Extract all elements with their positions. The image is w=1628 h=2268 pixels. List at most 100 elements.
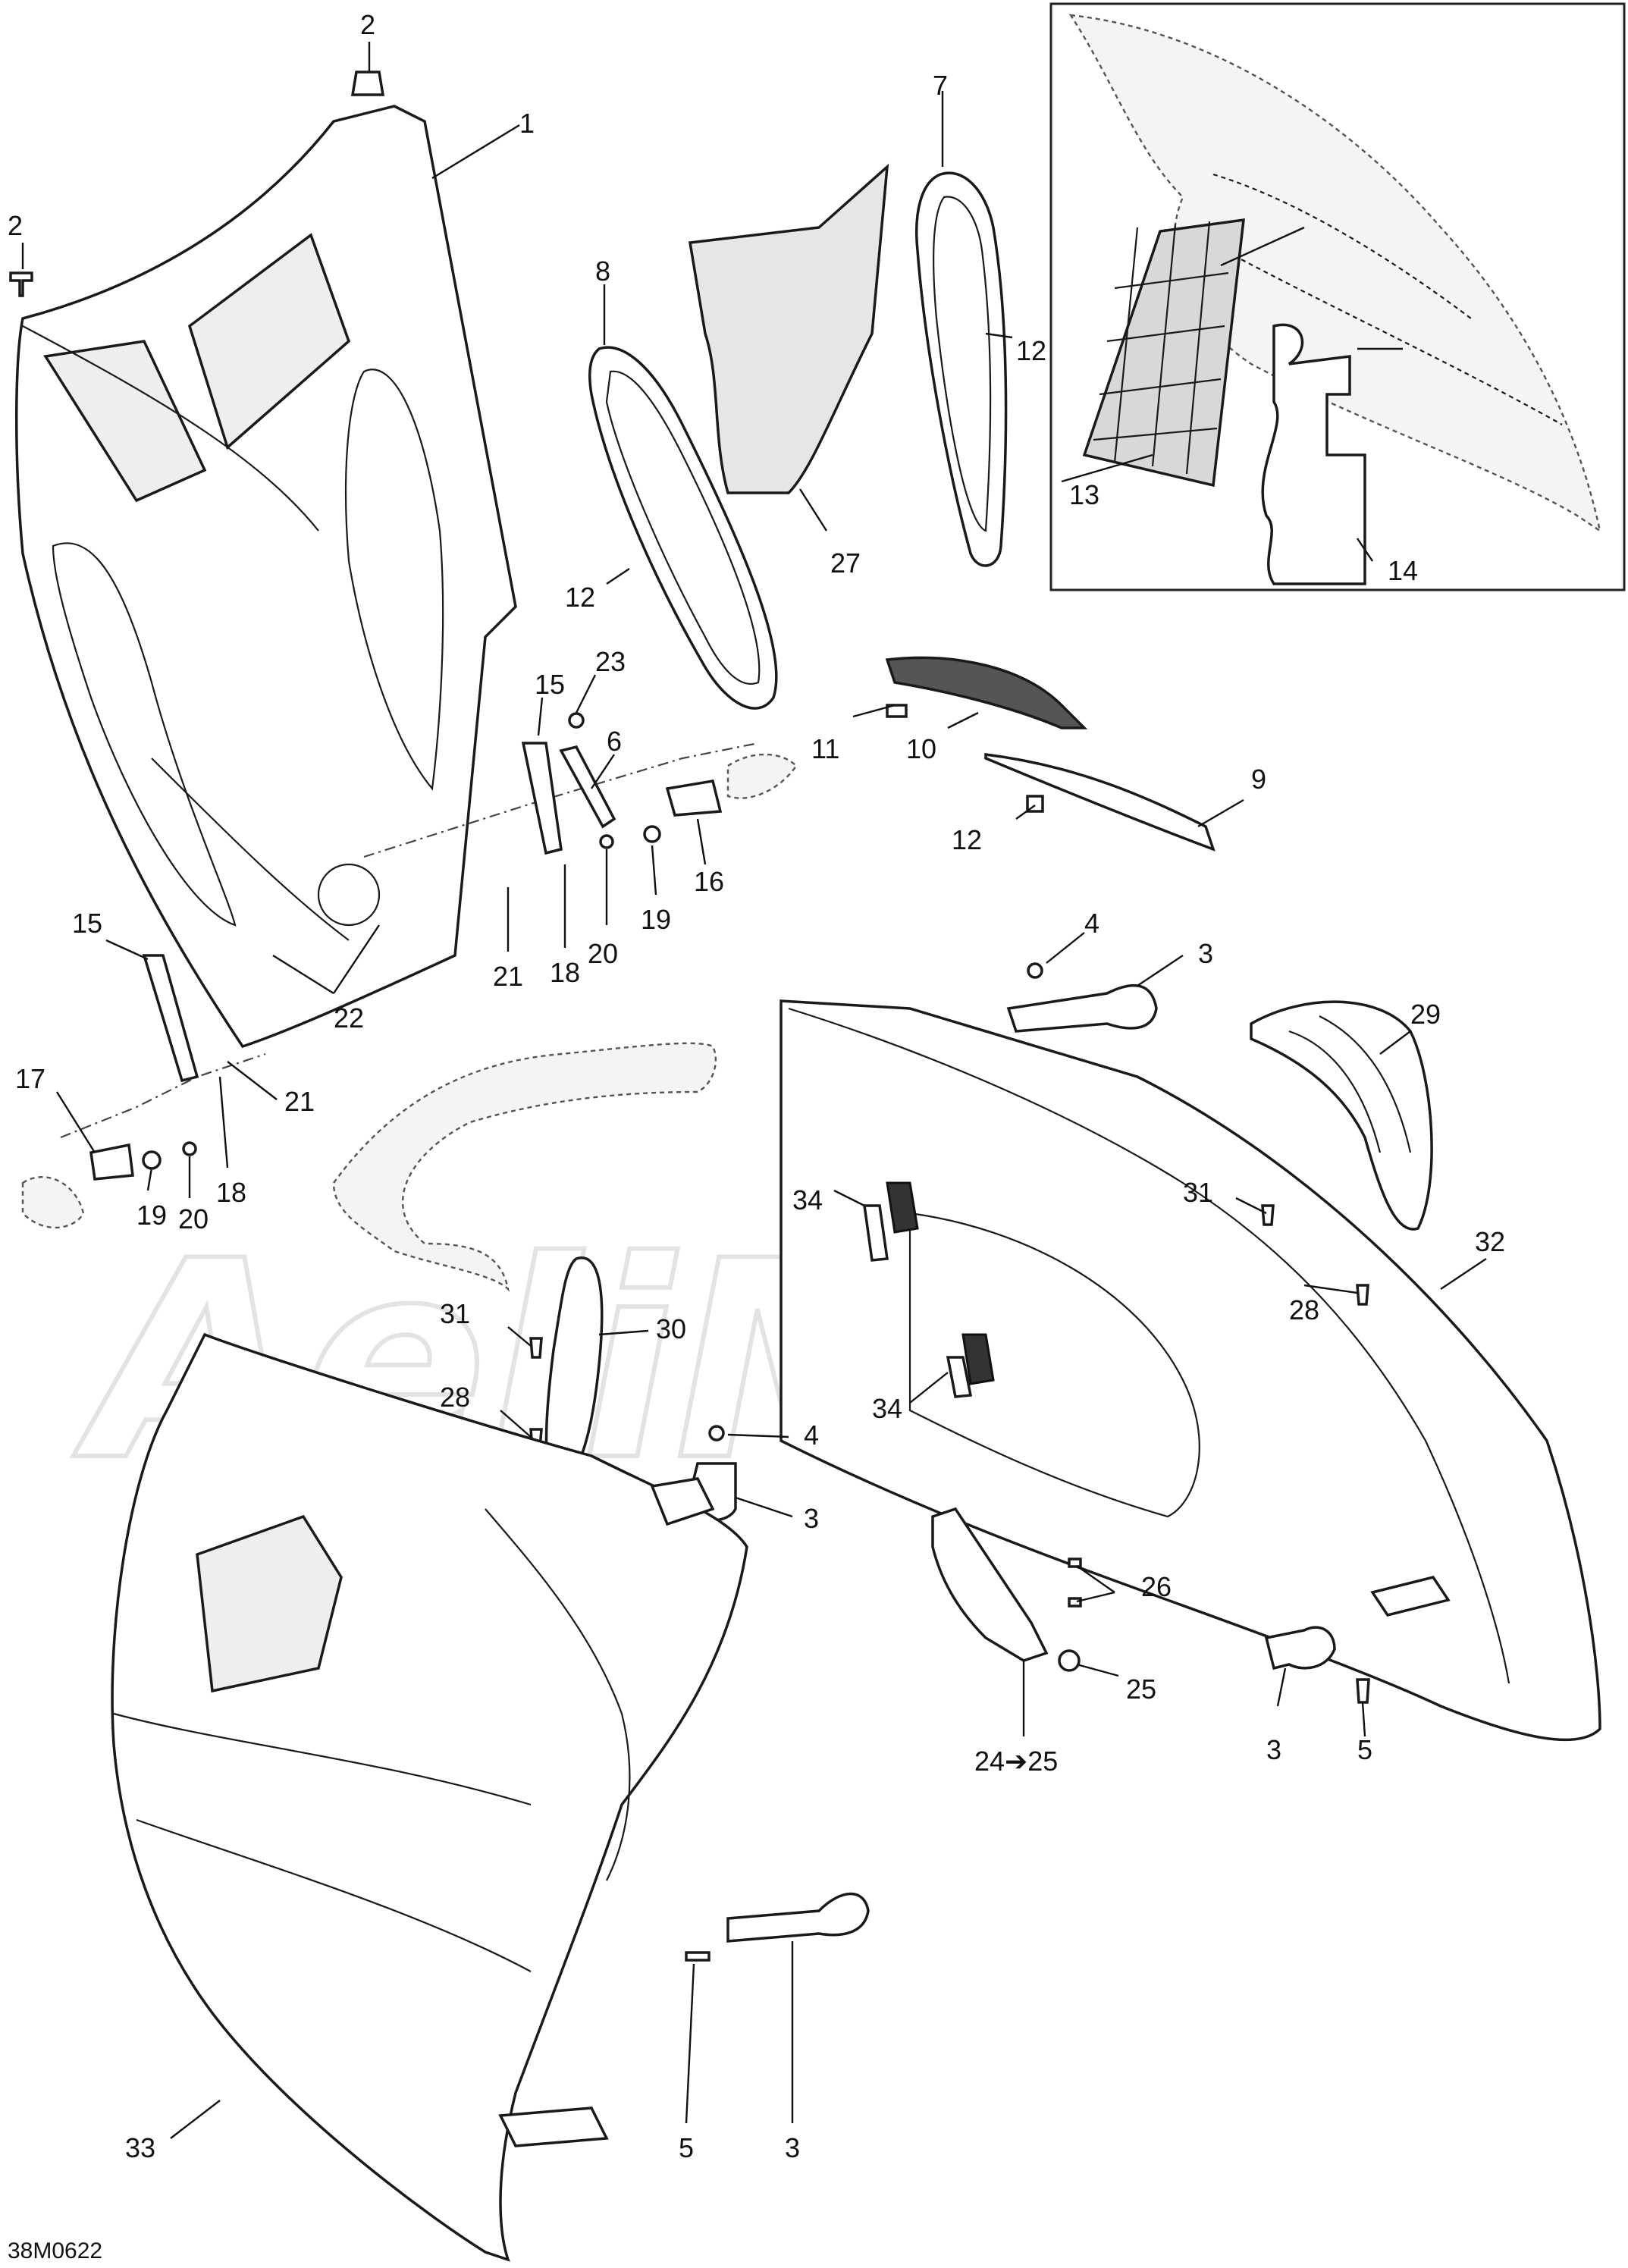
strip-34-upper — [862, 1204, 889, 1262]
screw-28-right — [1356, 1284, 1369, 1306]
side-panel-32-outline — [779, 999, 1601, 1742]
handle-3-right-panel — [1370, 1576, 1451, 1617]
leader-29 — [1379, 1030, 1411, 1055]
callout-12a: 12 — [1016, 335, 1046, 366]
callout-16: 16 — [694, 866, 724, 897]
vent-panel-8-inner — [605, 370, 761, 685]
callout-11: 11 — [811, 733, 839, 764]
foam-panel-27 — [688, 163, 889, 494]
handle-3-lower-panel — [498, 2106, 609, 2147]
handle-3-top — [1006, 984, 1158, 1033]
leader-3a — [1137, 955, 1184, 987]
callout-3d: 3 — [785, 2132, 800, 2163]
leader-12a — [985, 332, 1013, 339]
callout-31a: 31 — [440, 1298, 470, 1329]
inset-arrow-1 — [1220, 226, 1305, 267]
callout-2a: 2 — [360, 9, 375, 40]
callout-18a: 18 — [550, 957, 580, 988]
strip-34-lower — [946, 1356, 973, 1398]
leader-3c — [1276, 1667, 1287, 1707]
side-panel-33-window — [196, 1514, 343, 1693]
leader-5a — [1361, 1702, 1366, 1737]
callout-13: 13 — [1069, 479, 1099, 510]
callout-14: 14 — [1388, 555, 1418, 586]
callout-29: 29 — [1410, 999, 1441, 1030]
callout-20b: 20 — [178, 1203, 209, 1234]
leader-18b — [218, 1076, 229, 1169]
inset-hood-outline — [1068, 14, 1601, 533]
screw-31-right — [1261, 1204, 1275, 1226]
callout-34b: 34 — [872, 1393, 902, 1424]
callout-20a: 20 — [588, 938, 618, 969]
callout-19b: 19 — [136, 1200, 167, 1231]
callout-15b: 15 — [72, 908, 102, 939]
leader-11 — [852, 704, 896, 718]
leader-31b — [1235, 1197, 1267, 1215]
leader-lines — [21, 42, 1487, 2139]
trim-strip-9 — [984, 753, 1216, 852]
leader-31a — [507, 1326, 532, 1347]
leader-27 — [798, 488, 828, 532]
callout-6: 6 — [607, 726, 622, 757]
callout-27: 27 — [830, 547, 861, 579]
hood-crease — [22, 325, 350, 941]
callout-18b: 18 — [216, 1177, 246, 1208]
bushing-25 — [1058, 1649, 1081, 1672]
leader-25 — [1076, 1663, 1119, 1677]
side-panel-32-rib — [788, 1007, 1510, 1684]
mount-frame-left — [21, 1175, 85, 1229]
hood-part-1 — [15, 71, 517, 1049]
handle-3-side-panel — [650, 1477, 715, 1526]
callout-1: 1 — [519, 108, 535, 139]
leader-5b — [685, 1963, 695, 2124]
washer-20-upper — [599, 834, 614, 849]
leader-9 — [1197, 798, 1244, 828]
frame-tube — [332, 1042, 717, 1292]
callout-labels: 1 2 2 7 8 12 12 27 13 14 23 15 6 11 10 9… — [8, 9, 1505, 2163]
leader-22b — [272, 954, 334, 995]
insulation-foam-14 — [1261, 323, 1366, 585]
clip-11 — [886, 704, 908, 718]
hood-outline — [15, 105, 517, 1049]
callout-5b: 5 — [679, 2132, 694, 2163]
side-panel-33-rib-2 — [485, 1508, 631, 1881]
leader-4a — [1046, 932, 1085, 964]
leader-12b — [606, 568, 630, 585]
leader-23 — [575, 674, 597, 714]
callout-5a: 5 — [1357, 1734, 1372, 1765]
leader-13 — [1061, 453, 1153, 483]
washer-19-upper — [643, 825, 661, 843]
leader-28b — [1303, 1284, 1358, 1294]
callout-21b: 21 — [284, 1086, 315, 1117]
callout-26: 26 — [1141, 1571, 1172, 1602]
leader-1 — [431, 124, 520, 180]
callout-9: 9 — [1251, 764, 1266, 795]
callout-12b: 12 — [565, 582, 595, 613]
callout-12c: 12 — [952, 824, 982, 855]
washer-19-lower — [142, 1150, 162, 1170]
callout-7: 7 — [933, 70, 948, 101]
leader-22a — [333, 924, 380, 994]
leader-34b — [909, 1372, 949, 1404]
callout-3c: 3 — [1266, 1734, 1281, 1765]
leader-4b — [727, 1433, 789, 1438]
callout-28b: 28 — [1289, 1294, 1319, 1325]
leader-26a — [1076, 1565, 1115, 1593]
leader-26b — [1076, 1591, 1115, 1603]
leader-30 — [598, 1329, 649, 1336]
callout-10: 10 — [906, 733, 936, 764]
callout-31b: 31 — [1183, 1177, 1213, 1208]
leader-15a — [537, 697, 544, 736]
rubber-strip-34-upper — [886, 1181, 919, 1234]
deflector-29-ribs — [1288, 1015, 1412, 1153]
callout-4b: 4 — [804, 1419, 819, 1451]
callout-25: 25 — [1126, 1674, 1156, 1705]
cap-4-top — [1027, 962, 1043, 979]
deflector-29 — [1250, 1000, 1433, 1231]
vent-panel-7 — [915, 171, 1008, 567]
vent-grille-10 — [885, 656, 1088, 729]
leader-14 — [1357, 538, 1373, 562]
hood-vent-left — [52, 542, 237, 927]
washer-20-lower — [182, 1141, 197, 1156]
